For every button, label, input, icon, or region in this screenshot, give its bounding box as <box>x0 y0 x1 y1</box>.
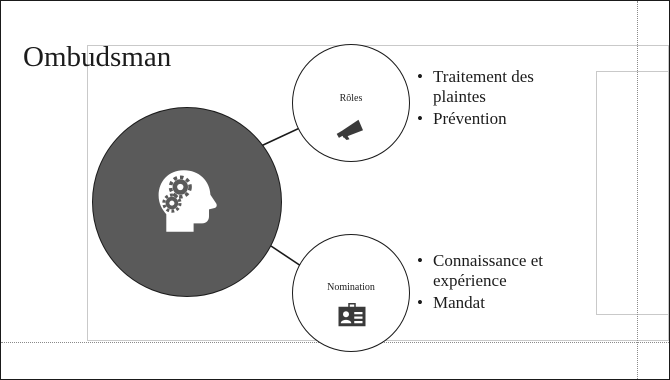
connector-nomination <box>270 245 302 267</box>
vertical-guide-line[interactable] <box>637 1 638 379</box>
ombudsman-center-circle[interactable] <box>92 107 282 297</box>
roles-bullet-item: Prévention <box>415 109 575 129</box>
head-gears-icon <box>158 170 217 232</box>
roles-circle[interactable]: Rôles <box>292 44 410 162</box>
right-placeholder-box[interactable] <box>596 71 669 315</box>
megaphone-icon <box>336 119 363 140</box>
roles-label: Rôles <box>339 93 363 104</box>
connector-roles <box>260 125 305 147</box>
nomination-bullet-item: Mandat <box>415 293 585 313</box>
nomination-bullet-item: Connaissance et expérience <box>415 251 585 291</box>
roles-bullet-item: Traitement des plaintes <box>415 67 575 107</box>
id-badge-icon <box>338 303 366 327</box>
slide-title[interactable]: Ombudsman <box>23 41 172 73</box>
roles-bullet-list[interactable]: Traitement des plaintes Prévention <box>415 67 575 131</box>
nomination-bullet-list[interactable]: Connaissance et expérience Mandat <box>415 251 585 315</box>
nomination-circle[interactable]: Nomination <box>292 234 410 352</box>
nomination-label: Nomination <box>327 282 375 293</box>
